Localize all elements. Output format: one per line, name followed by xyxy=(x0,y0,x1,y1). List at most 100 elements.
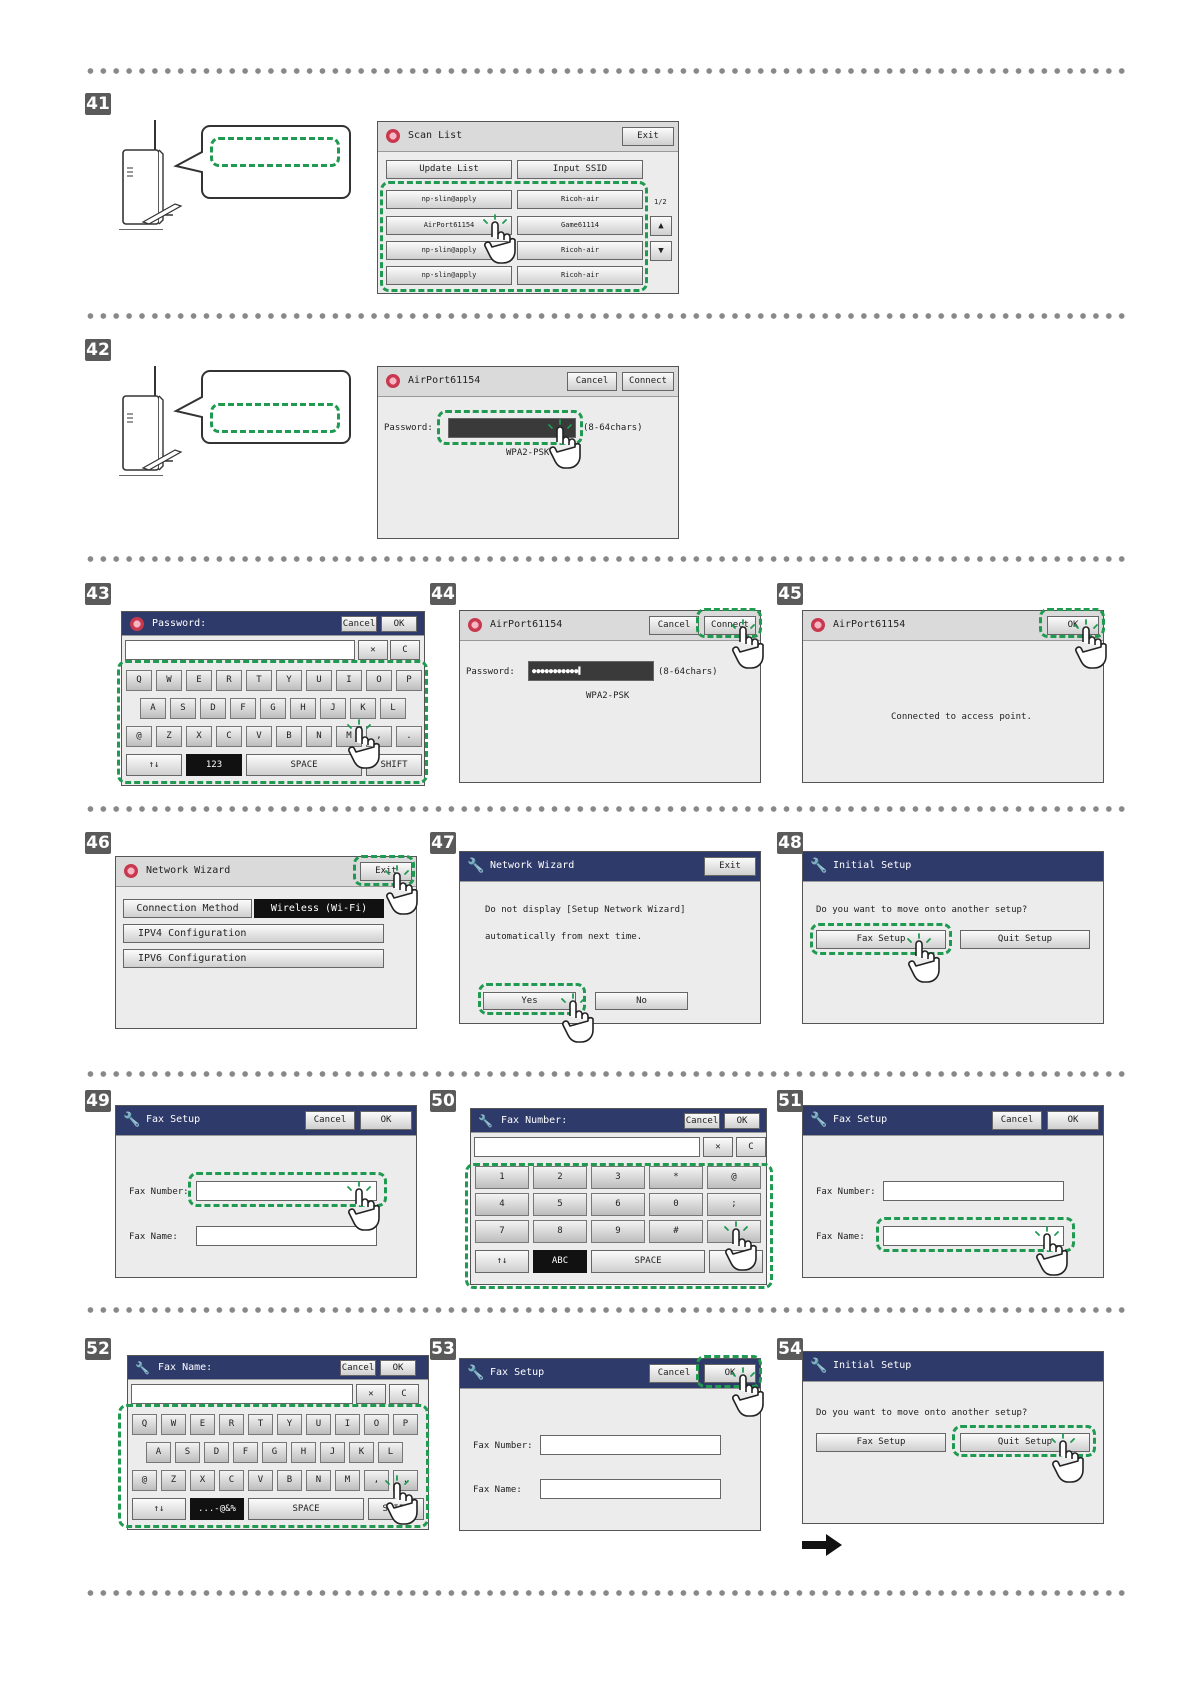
key[interactable]: M xyxy=(335,1470,360,1491)
key[interactable]: 0 xyxy=(649,1193,703,1216)
scroll-up-button[interactable]: ▲ xyxy=(650,216,672,236)
key[interactable]: V xyxy=(248,1470,273,1491)
connect-button[interactable]: Connect xyxy=(622,372,674,391)
fax-number-field[interactable] xyxy=(540,1435,721,1455)
key[interactable]: C xyxy=(219,1470,244,1491)
key[interactable]: R xyxy=(216,670,242,691)
ssid-item[interactable]: Ricoh-air xyxy=(517,266,643,285)
key[interactable]: Z xyxy=(161,1470,186,1491)
key[interactable]: S xyxy=(170,698,196,719)
key[interactable]: N xyxy=(306,726,332,747)
key[interactable]: @ xyxy=(707,1166,761,1189)
password-field[interactable]: ●●●●●●●●●●●▌ xyxy=(528,661,654,681)
fax-number-field[interactable] xyxy=(196,1181,377,1201)
password-input[interactable] xyxy=(125,640,355,660)
password-field[interactable] xyxy=(448,418,576,438)
ok-button[interactable]: OK xyxy=(360,1111,412,1130)
key[interactable]: V xyxy=(246,726,272,747)
key[interactable]: O xyxy=(366,670,392,691)
key[interactable]: Y xyxy=(276,670,302,691)
key[interactable]: 2 xyxy=(533,1166,587,1189)
key[interactable]: E xyxy=(190,1414,215,1435)
key[interactable]: 5 xyxy=(533,1193,587,1216)
key[interactable]: 9 xyxy=(591,1220,645,1243)
clear-button[interactable]: C xyxy=(390,640,420,660)
exit-button[interactable]: Exit xyxy=(704,857,756,876)
key[interactable]: U xyxy=(306,1414,331,1435)
key[interactable]: T xyxy=(246,670,272,691)
backspace-button[interactable]: ✕ xyxy=(358,640,388,660)
key[interactable]: X xyxy=(186,726,212,747)
key[interactable]: I xyxy=(336,670,362,691)
key[interactable]: K xyxy=(349,1442,374,1463)
ssid-item[interactable]: AirPort61154 xyxy=(386,216,512,235)
key[interactable]: 8 xyxy=(533,1220,587,1243)
arrows-key[interactable]: ↑↓ xyxy=(475,1250,529,1273)
space-key[interactable]: SPACE xyxy=(246,754,362,776)
key[interactable]: K xyxy=(350,698,376,719)
key[interactable]: T xyxy=(248,1414,273,1435)
ssid-item[interactable]: Ricoh-air xyxy=(517,241,643,260)
key[interactable]: R xyxy=(219,1414,244,1435)
scroll-down-button[interactable]: ▼ xyxy=(650,241,672,261)
key[interactable]: @ xyxy=(132,1470,157,1491)
key[interactable]: H xyxy=(290,698,316,719)
cancel-button[interactable]: Cancel xyxy=(340,1360,376,1376)
key[interactable]: @ xyxy=(126,726,152,747)
key[interactable]: Q xyxy=(132,1414,157,1435)
key[interactable]: B xyxy=(276,726,302,747)
key[interactable]: D xyxy=(204,1442,229,1463)
key[interactable]: B xyxy=(277,1470,302,1491)
key[interactable]: W xyxy=(161,1414,186,1435)
key[interactable]: A xyxy=(146,1442,171,1463)
fax-setup-button[interactable]: Fax Setup xyxy=(816,1433,946,1452)
key[interactable]: 1 xyxy=(475,1166,529,1189)
ipv6-config-button[interactable]: IPV6 Configuration xyxy=(123,949,384,968)
key[interactable]: G xyxy=(260,698,286,719)
fax-number-input[interactable] xyxy=(474,1137,700,1157)
clear-button[interactable]: C xyxy=(389,1384,419,1404)
space-key[interactable]: SPACE xyxy=(248,1498,364,1520)
key[interactable]: E xyxy=(186,670,212,691)
key[interactable]: H xyxy=(291,1442,316,1463)
cancel-button[interactable]: Cancel xyxy=(649,616,699,635)
quit-setup-button[interactable]: Quit Setup xyxy=(960,930,1090,949)
num-key[interactable]: 123 xyxy=(186,754,242,776)
quit-setup-button[interactable]: Quit Setup xyxy=(960,1433,1090,1452)
key[interactable]: 7 xyxy=(475,1220,529,1243)
exit-button[interactable]: Exit xyxy=(622,127,674,146)
key[interactable]: , xyxy=(364,1470,389,1491)
fax-setup-button[interactable]: Fax Setup xyxy=(816,930,946,949)
fax-name-field[interactable] xyxy=(883,1226,1064,1246)
key[interactable]: 3 xyxy=(591,1166,645,1189)
key[interactable]: F xyxy=(233,1442,258,1463)
key[interactable]: X xyxy=(190,1470,215,1491)
ok-button[interactable]: OK xyxy=(381,616,417,632)
key[interactable]: 4 xyxy=(475,1193,529,1216)
cancel-button[interactable]: Cancel xyxy=(567,372,617,391)
key[interactable]: L xyxy=(380,698,406,719)
key[interactable]: A xyxy=(140,698,166,719)
key[interactable]: Z xyxy=(156,726,182,747)
cancel-button[interactable]: Cancel xyxy=(649,1364,699,1383)
symbol-key[interactable]: ...-@&% xyxy=(190,1498,244,1520)
space-key[interactable]: SPACE xyxy=(591,1250,705,1273)
key[interactable]: 6 xyxy=(591,1193,645,1216)
ssid-item[interactable]: Game61114 xyxy=(517,216,643,235)
ok-button[interactable]: OK xyxy=(1047,1111,1099,1130)
connection-method-value[interactable]: Wireless (Wi-Fi) xyxy=(254,899,384,918)
key[interactable]: J xyxy=(320,1442,345,1463)
key[interactable]: S xyxy=(175,1442,200,1463)
cancel-button[interactable]: Cancel xyxy=(992,1111,1042,1130)
key[interactable]: P xyxy=(393,1414,418,1435)
cancel-button[interactable]: Cancel xyxy=(341,616,377,632)
backspace-button[interactable]: ✕ xyxy=(703,1137,733,1157)
key[interactable]: # xyxy=(649,1220,703,1243)
key[interactable]: C xyxy=(216,726,242,747)
clear-button[interactable]: C xyxy=(736,1137,766,1157)
abc-key[interactable]: ABC xyxy=(533,1250,587,1273)
cancel-button[interactable]: Cancel xyxy=(684,1113,720,1129)
key[interactable]: O xyxy=(364,1414,389,1435)
ssid-item[interactable]: np-slin@apply xyxy=(386,241,512,260)
ssid-item[interactable]: Ricoh-air xyxy=(517,190,643,209)
